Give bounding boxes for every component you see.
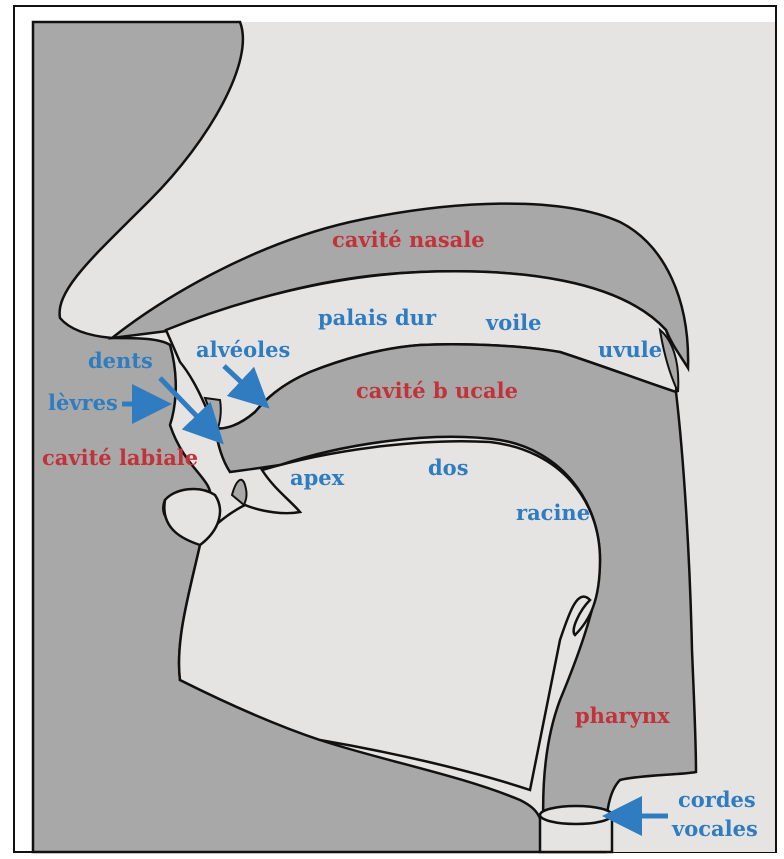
- label-cavite-labiale: cavité labiale: [42, 445, 198, 470]
- label-dos: dos: [428, 455, 469, 480]
- label-racine: racine: [516, 500, 590, 525]
- label-vocales: vocales: [671, 816, 758, 841]
- label-apex: apex: [290, 465, 345, 490]
- label-uvule: uvule: [598, 337, 662, 362]
- label-cordes: cordes: [678, 787, 756, 812]
- label-pharynx: pharynx: [575, 703, 670, 728]
- label-alveoles: alvéoles: [196, 337, 290, 362]
- label-dents: dents: [88, 348, 153, 373]
- label-cavite-nasale: cavité nasale: [332, 227, 485, 252]
- label-voile: voile: [485, 310, 542, 335]
- label-levres: lèvres: [48, 390, 118, 415]
- label-cavite-buccale: cavité b ucale: [356, 378, 518, 403]
- vocal-cords-cylinder: [540, 806, 612, 852]
- label-palais-dur: palais dur: [318, 305, 437, 330]
